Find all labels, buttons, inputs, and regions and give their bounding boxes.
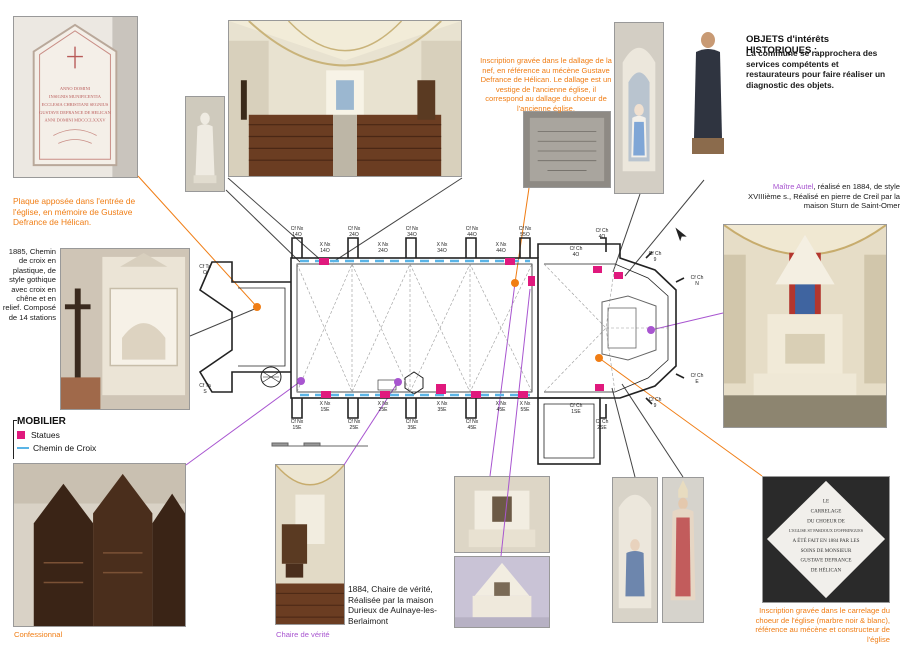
note-maitre-autel-name: Maître Autel [772,182,814,191]
altar-platform [601,295,657,361]
plaque-text: ANNO DOMINI INSIGNIS MUNIFICENTIA ECCLES… [39,86,111,123]
photo-nave [228,20,462,177]
plan-vaults [296,263,668,393]
svg-text:INSIGNIS MUNIFICENTIA: INSIGNIS MUNIFICENTIA [49,94,102,99]
svg-text:ANNI DOMINI MDCCCLXXXV: ANNI DOMINI MDCCCLXXXV [44,118,106,123]
statue-markers [319,258,623,398]
svg-text:GUSTAVE DEFRANCE: GUSTAVE DEFRANCE [800,558,851,564]
historic-title: OBJETS d'intérêts HISTORIQUES : [746,34,830,56]
legend-statues: Statues [17,430,107,440]
caption-confessionnal: Confessionnal [14,630,63,639]
photo-inscription-nef [523,111,611,188]
svg-text:CARRELAGE: CARRELAGE [811,508,842,514]
historic-body: La commune se rapprochera des services c… [746,48,886,90]
photo-inscription-choeur: LE CARRELAGE DU CHOEUR DE L'EGLISE ST PA… [762,476,890,603]
svg-text:SOINS DE MONSIEUR: SOINS DE MONSIEUR [801,548,852,554]
svg-text:GUSTAVE DEFRANCE DE HELICAN: GUSTAVE DEFRANCE DE HELICAN [39,110,111,115]
chemin-swatch [17,447,29,449]
inscription-choeur-text: LE CARRELAGE DU CHOEUR DE L'EGLISE ST PA… [789,499,864,574]
caption-chaire: Chaire de vérité [276,630,330,639]
photo-autel-secondaire-2 [454,556,550,628]
note-maitre-autel: Maître Autel, réalisé en 1884, de style … [742,182,900,211]
chemin-de-croix-markers [300,259,530,397]
scale-bar [271,442,368,447]
legend-title: MOBILIER [17,416,66,427]
svg-text:L'EGLISE ST PARDOUX D'OFFRINGU: L'EGLISE ST PARDOUX D'OFFRINGUES [789,528,864,533]
photo-chaire [275,464,345,625]
note-chaire: 1884, Chaire de vérité, Réalisée par la … [348,584,437,626]
note-chemin-croix: 1885, Chemin de croix en plastique, de s… [2,247,56,322]
svg-text:A ÉTÉ FAIT EN 1884 PAR LES: A ÉTÉ FAIT EN 1884 PAR LES [793,536,860,544]
note-inscription-nef: Inscription gravée dans le dallage de la… [480,56,612,113]
north-arrow-icon [675,227,687,242]
note-plaque: Plaque apposée dans l'entrée de l'église… [13,196,136,227]
photo-chemin-croix [60,248,190,410]
legend-statues-label: Statues [31,430,60,440]
photo-plaque: ANNO DOMINI INSIGNIS MUNIFICENTIA ECCLES… [13,16,138,178]
photo-maitre-autel [723,224,887,428]
photo-niche-madonna [614,22,664,194]
photo-confessionnal [13,463,186,627]
legend-chemin: Chemin de Croix [17,443,107,453]
svg-text:ECCLESIA CHRISTIANI SEGNIUS: ECCLESIA CHRISTIANI SEGNIUS [42,102,109,107]
statue-swatch [17,431,25,439]
svg-text:DE HÉLICAN: DE HÉLICAN [811,565,842,573]
photo-statue-right [688,20,728,180]
location-dots [253,279,655,386]
note-inscription-choeur: Inscription gravée dans le carrelage du … [755,606,890,644]
svg-text:DU CHOEUR DE: DU CHOEUR DE [807,518,845,524]
svg-text:LE: LE [823,499,829,505]
legend: MOBILIER Statues Chemin de Croix [17,416,107,453]
note-maitre-autel-text: , réalisé en 1884, de style XVIIIième s.… [748,182,900,211]
photo-statue-eveque [662,477,704,623]
legend-chemin-label: Chemin de Croix [33,443,97,453]
photo-statue-left [185,96,225,192]
photo-autel-secondaire-1 [454,476,550,553]
photo-niche-saint [612,477,658,623]
svg-text:ANNO DOMINI: ANNO DOMINI [60,86,91,91]
legend-border [13,420,17,459]
